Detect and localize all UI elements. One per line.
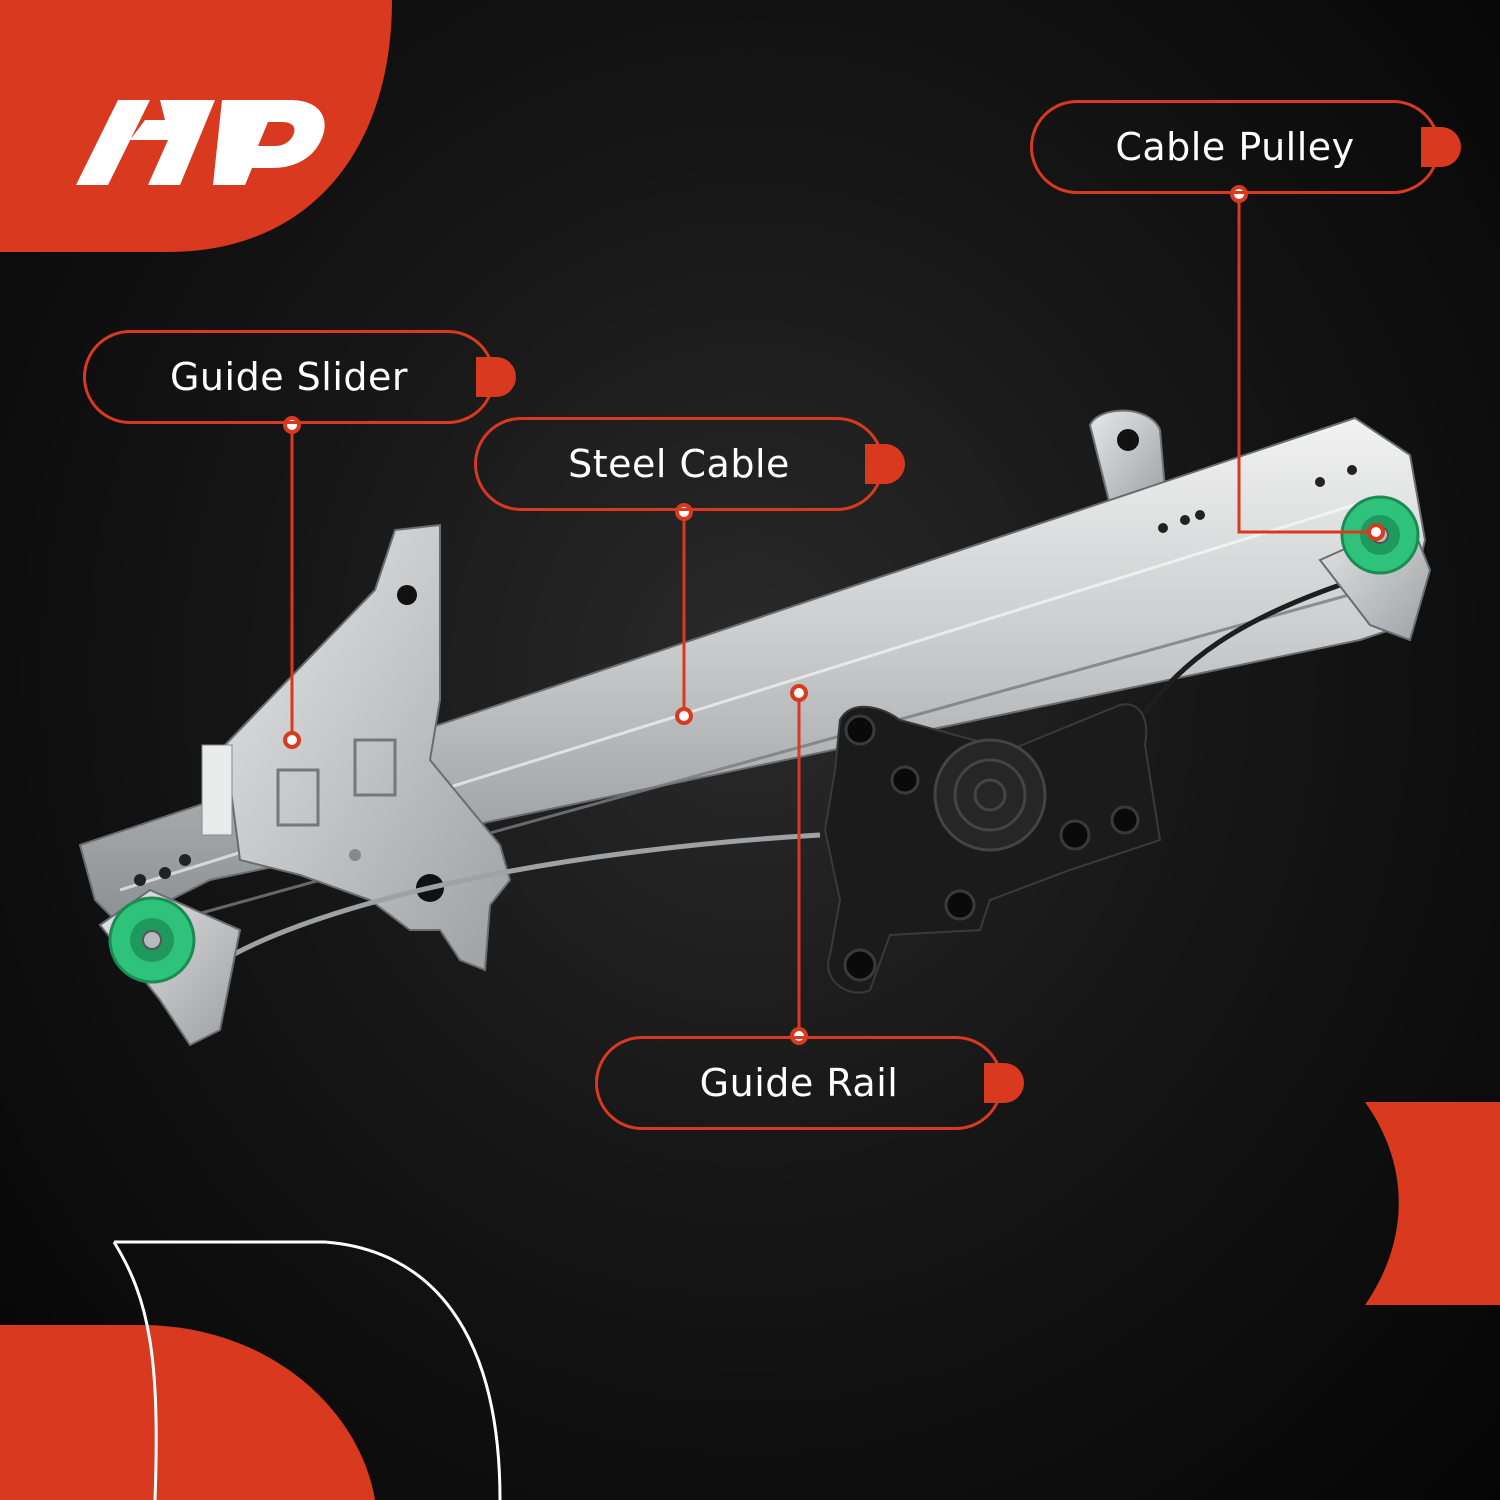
callout-cable-pulley: Cable Pulley [1030,100,1461,194]
mount-tab-top [1088,409,1167,507]
callout-guide-rail: Guide Rail [595,1036,1024,1130]
pulley-left [98,888,242,1047]
callout-tab [984,1063,1024,1103]
callout-cable-pulley-label: Cable Pulley [1115,125,1355,169]
brand-logo-icon [76,100,325,185]
guide-slider-plate [223,523,512,972]
callout-steel-cable-label: Steel Cable [568,442,790,486]
callout-guide-rail-label: Guide Rail [699,1061,899,1105]
callout-steel-cable: Steel Cable [474,417,905,511]
callout-tab [865,444,905,484]
callout-guide-slider-label: Guide Slider [169,355,409,399]
callout-guide-slider: Guide Slider [83,330,516,424]
callout-tab [476,357,516,397]
bottom-outline-arc [114,1240,502,1500]
leader-cable-pulley [1237,194,1376,534]
steel-cable-lower [213,832,821,968]
right-side-shape [1365,1102,1500,1305]
steel-cable-upper [1137,582,1341,722]
callout-tab [1421,127,1461,167]
bottom-left-shape [0,1325,375,1500]
bottom-outline-arc-left [112,1241,158,1500]
motor-cap [933,738,1047,852]
